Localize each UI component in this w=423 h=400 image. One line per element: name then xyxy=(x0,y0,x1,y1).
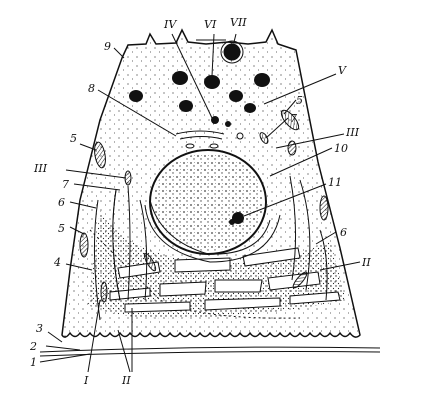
label-11: 11 xyxy=(328,176,342,189)
label-7-left: 7 xyxy=(62,178,69,191)
label-5-left-upper: 5 xyxy=(70,132,77,145)
leader-lines xyxy=(39,33,361,373)
label-5-right: 5 xyxy=(296,94,303,107)
label-3: 3 xyxy=(36,322,43,335)
nucleus xyxy=(144,149,281,263)
nucleolus xyxy=(229,212,244,225)
mitochondria xyxy=(79,109,329,303)
label-II-right: II xyxy=(361,256,371,269)
label-6-right: 6 xyxy=(340,226,347,239)
label-8: 8 xyxy=(88,82,95,95)
label-5-left-lower: 5 xyxy=(58,222,65,235)
secretory-granules xyxy=(129,40,270,127)
label-VI: VI xyxy=(204,18,217,31)
label-10: 10 xyxy=(334,142,348,155)
label-4: 4 xyxy=(53,256,61,269)
label-6-left: 6 xyxy=(58,196,65,209)
label-9: 9 xyxy=(104,40,111,53)
label-VII: VII xyxy=(230,16,247,29)
arabic-labels: 1 2 3 4 5 5 5 6 6 7 7 8 9 10 11 xyxy=(29,40,348,369)
label-1: 1 xyxy=(30,356,37,369)
label-III-right: III xyxy=(345,126,360,139)
label-II-lower: II xyxy=(121,374,131,387)
label-7-right: 7 xyxy=(290,112,297,125)
label-III-left: III xyxy=(33,162,48,175)
label-IV: IV xyxy=(163,18,177,31)
label-I: I xyxy=(83,374,89,387)
label-2: 2 xyxy=(29,340,37,353)
golgi-complex xyxy=(175,130,244,149)
roman-labels: I II II III III IV V VI VII xyxy=(33,16,371,387)
label-V: V xyxy=(338,64,347,77)
